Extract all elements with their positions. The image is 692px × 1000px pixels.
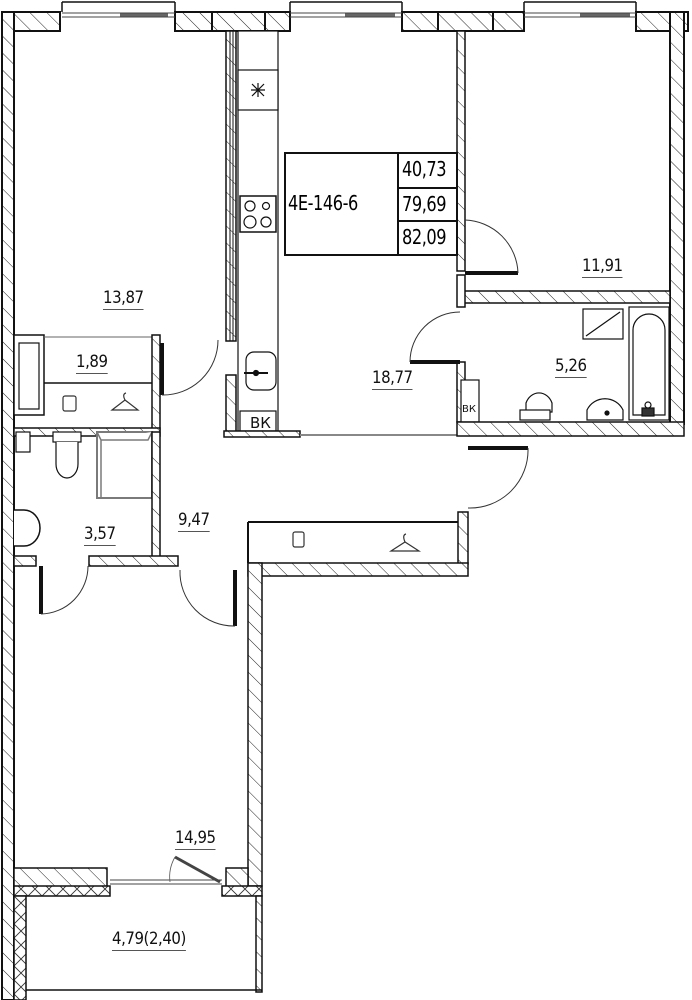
apartment-info-table: 4E-146-6 40,73 79,69 82,09 bbox=[284, 152, 458, 256]
wall-bedroom-bath bbox=[459, 290, 671, 304]
room-area-wardrobe-left: 1,89 bbox=[76, 352, 108, 374]
top-wall bbox=[1, 1, 689, 32]
living-area: 40,73 bbox=[402, 157, 447, 181]
room-area-bedroom-right: 11,91 bbox=[582, 256, 623, 278]
room-area-balcony: 4,79(2,40) bbox=[112, 929, 186, 951]
hanger-icon bbox=[388, 533, 422, 552]
bathroom-left-fixtures bbox=[14, 431, 153, 547]
total-area: 79,69 bbox=[402, 192, 447, 216]
room-area-bedroom-left: 13,87 bbox=[103, 288, 144, 310]
bathroom-right-fixtures bbox=[519, 306, 670, 421]
right-wall bbox=[669, 11, 685, 425]
room-area-kitchen-living: 18,77 bbox=[372, 368, 413, 390]
shirt-icon bbox=[292, 531, 305, 548]
room-area-bathroom-left: 3,57 bbox=[84, 524, 116, 546]
shirt-icon bbox=[62, 395, 77, 412]
room-area-bathroom-right: 5,26 bbox=[555, 356, 587, 378]
hanger-icon bbox=[110, 392, 140, 411]
wall-kitchen-left bbox=[225, 30, 237, 342]
apartment-code: 4E-146-6 bbox=[288, 191, 358, 215]
window-top bbox=[62, 12, 636, 18]
room-area-bedroom-bottom: 14,95 bbox=[175, 828, 216, 850]
wall-kitchen-right bbox=[456, 30, 466, 272]
total-area-with-balcony: 82,09 bbox=[402, 225, 447, 249]
svg-text:ВК: ВК bbox=[250, 414, 271, 432]
room-area-hallway: 9,47 bbox=[178, 510, 210, 532]
left-wall bbox=[1, 11, 15, 1000]
kitchen-counter: ВК bbox=[237, 30, 279, 432]
fan-icon bbox=[251, 83, 265, 97]
svg-text:ВК: ВК bbox=[462, 404, 476, 415]
